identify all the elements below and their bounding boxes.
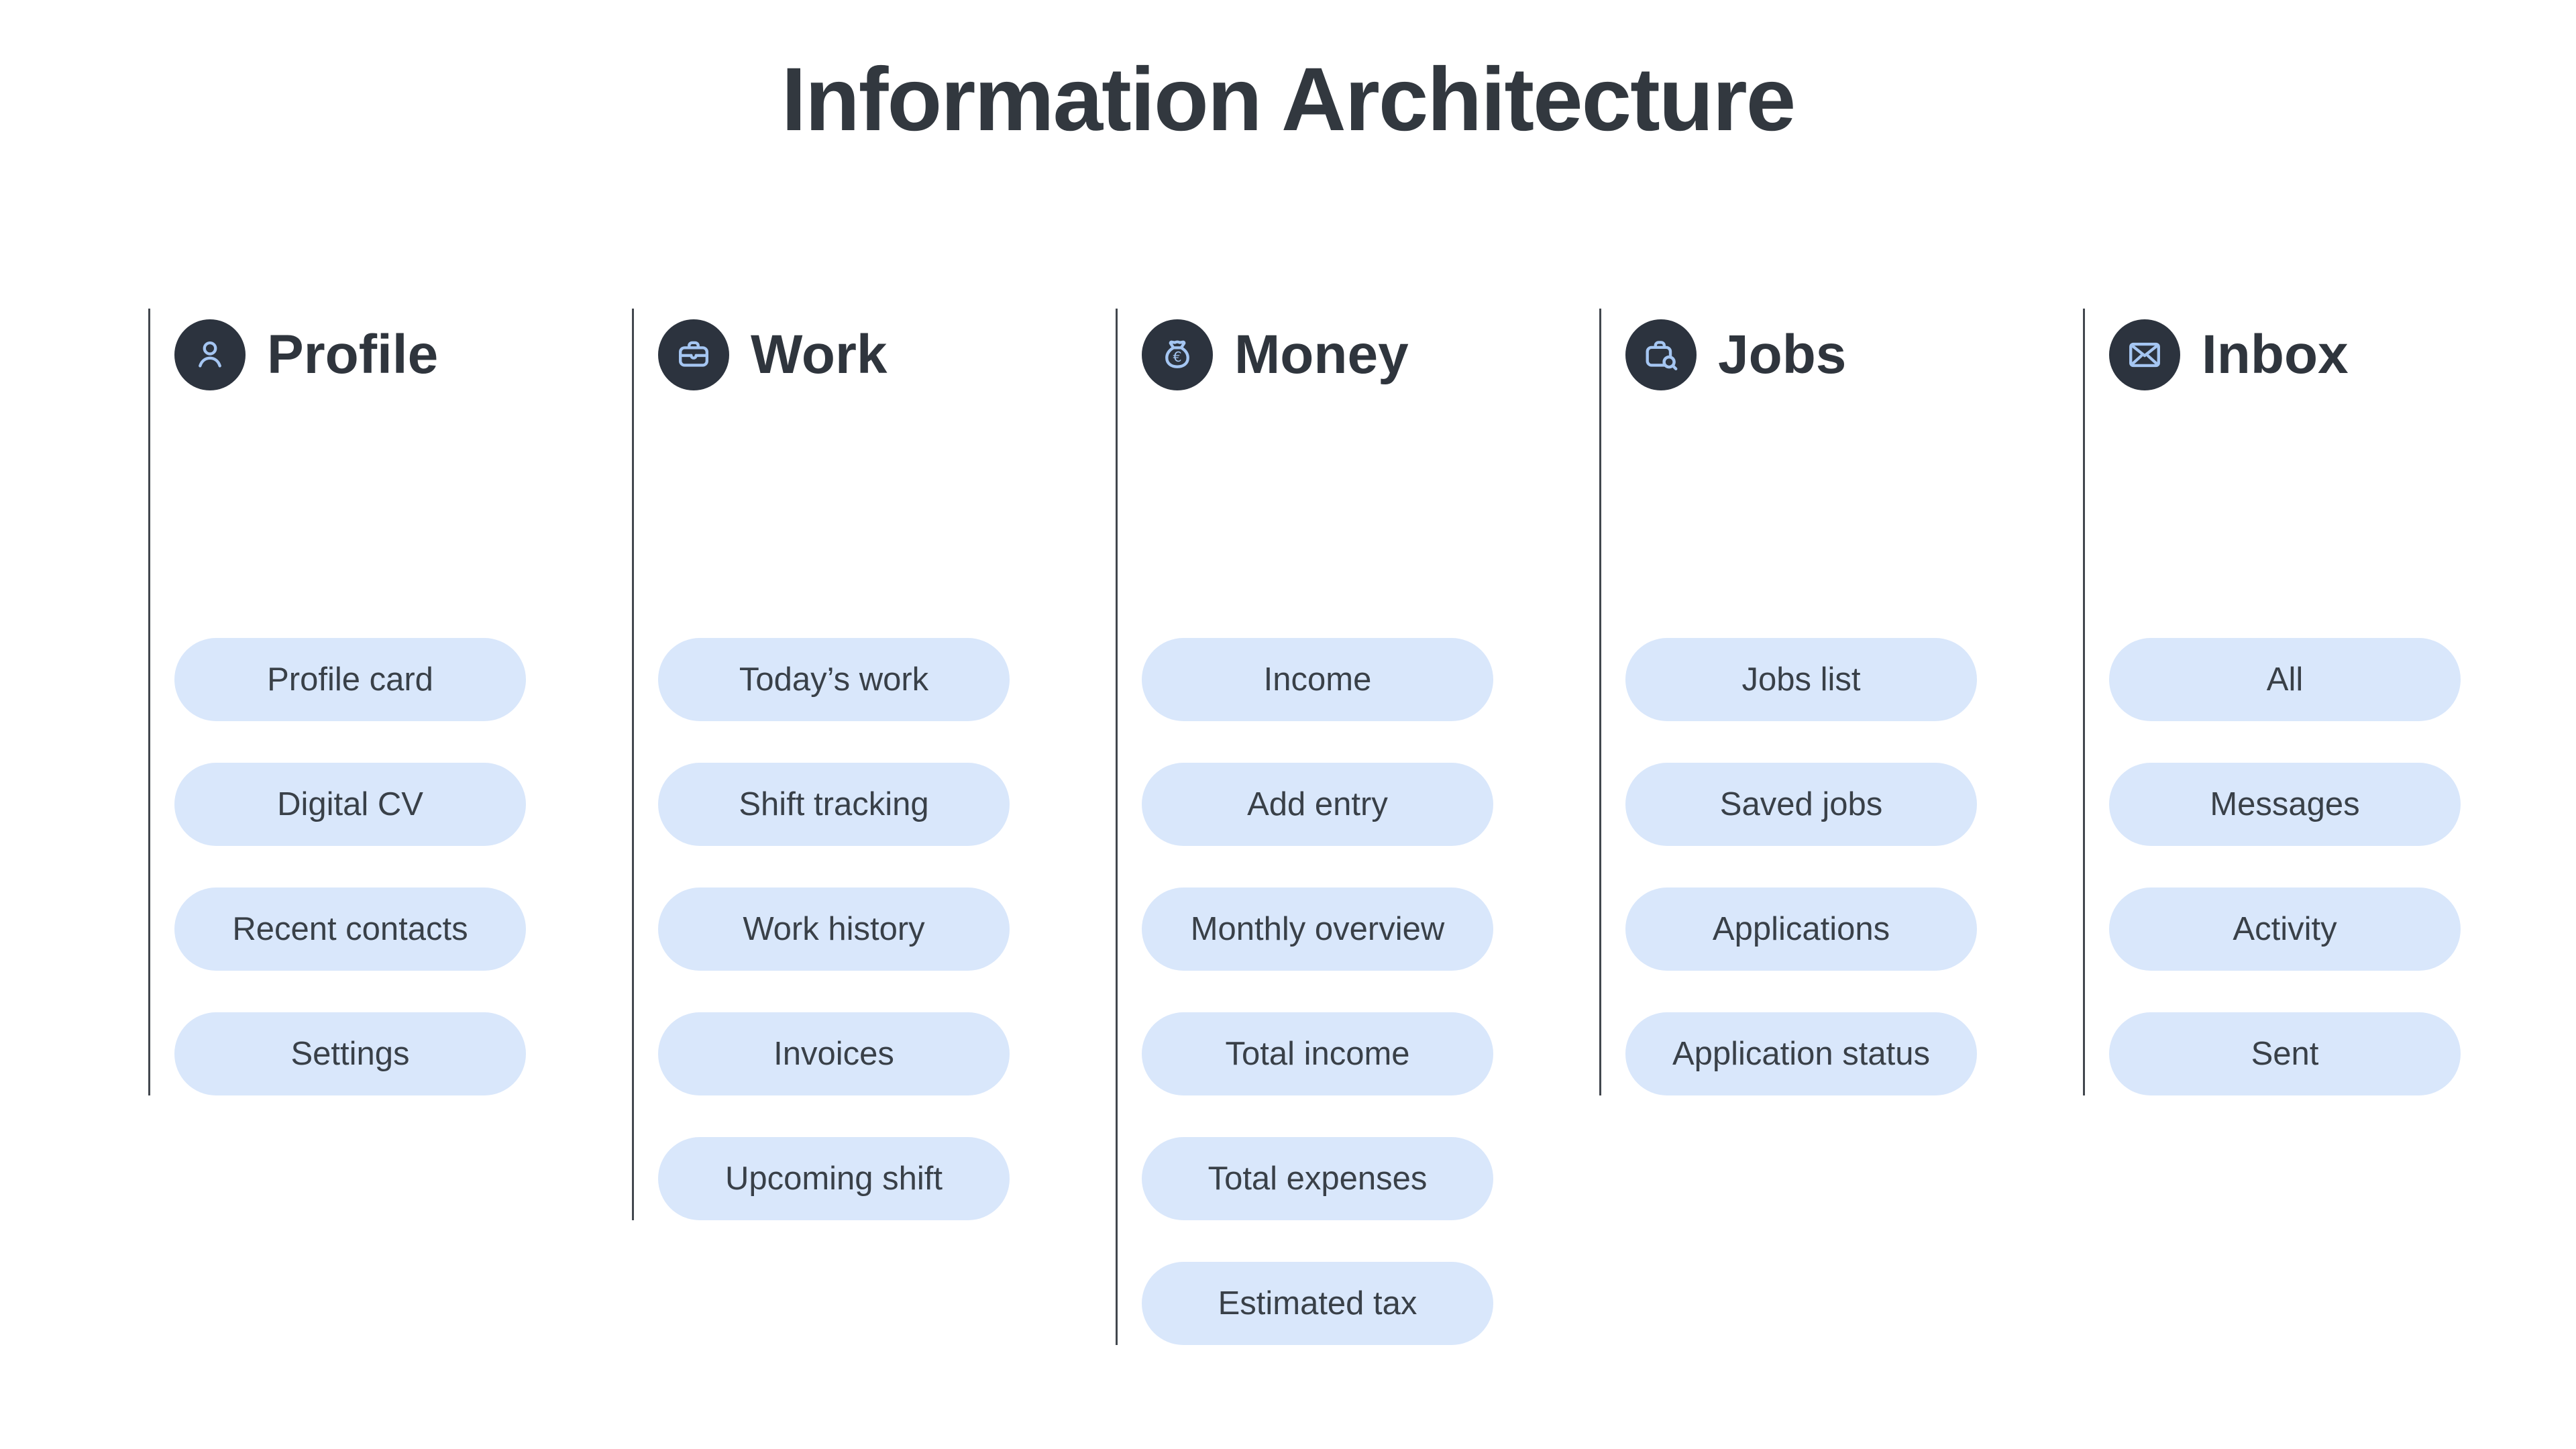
item-pill[interactable]: Application status [1625,1012,1977,1095]
section-title: Inbox [2202,324,2349,385]
person-icon [174,319,246,390]
item-pill[interactable]: Jobs list [1625,638,1977,721]
item-pill[interactable]: Estimated tax [1142,1262,1493,1345]
item-pill[interactable]: Add entry [1142,763,1493,846]
item-pill[interactable]: Profile card [174,638,526,721]
section-title: Profile [267,324,439,385]
section-title: Work [751,324,888,385]
item-pill[interactable]: Shift tracking [658,763,1010,846]
item-pill[interactable]: Total income [1142,1012,1493,1095]
item-pill[interactable]: All [2109,638,2461,721]
section-header: Profile [174,319,438,390]
section-header: Jobs [1625,319,1846,390]
item-pill[interactable]: Recent contacts [174,888,526,971]
item-pill[interactable]: Saved jobs [1625,763,1977,846]
section-title: Money [1234,324,1409,385]
job-search-icon [1625,319,1697,390]
item-pill[interactable]: Digital CV [174,763,526,846]
item-pill[interactable]: Upcoming shift [658,1137,1010,1220]
item-pill[interactable]: Sent [2109,1012,2461,1095]
item-pill[interactable]: Monthly overview [1142,888,1493,971]
item-pill[interactable]: Settings [174,1012,526,1095]
item-pill[interactable]: Messages [2109,763,2461,846]
item-pill[interactable]: Income [1142,638,1493,721]
section-header: Money [1142,319,1409,390]
item-pill[interactable]: Invoices [658,1012,1010,1095]
item-pill[interactable]: Applications [1625,888,1977,971]
section-title: Jobs [1718,324,1847,385]
page-title: Information Architecture [781,50,1796,150]
section-header: Work [658,319,888,390]
envelope-icon [2109,319,2180,390]
briefcase-icon [658,319,729,390]
section-header: Inbox [2109,319,2349,390]
item-pill[interactable]: Today’s work [658,638,1010,721]
item-pill[interactable]: Activity [2109,888,2461,971]
money-bag-icon [1142,319,1213,390]
item-pill[interactable]: Work history [658,888,1010,971]
item-pill[interactable]: Total expenses [1142,1137,1493,1220]
